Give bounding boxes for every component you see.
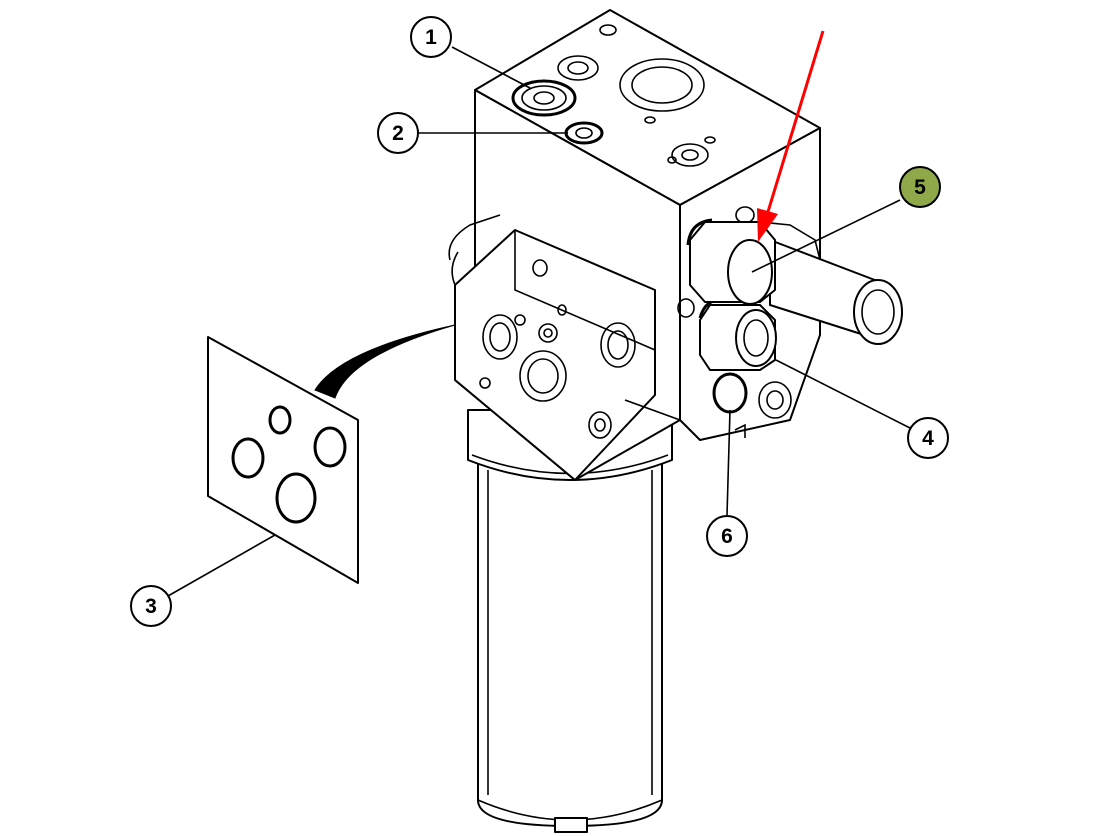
callout-3-circle: [130, 585, 172, 627]
part-4-fitting: [698, 298, 777, 371]
callout-1[interactable]: 1: [410, 16, 452, 58]
valve-block: [448, 9, 821, 481]
callout-2-circle: [377, 112, 419, 154]
callout-5-label: 5: [914, 176, 926, 199]
callout-6-label: 6: [721, 525, 733, 548]
callout-4-circle: [907, 417, 949, 459]
callout-3[interactable]: 3: [130, 585, 172, 627]
callout-1-label: 1: [425, 26, 437, 49]
top-ports: [557, 24, 716, 167]
callout-6-circle: [706, 515, 748, 557]
callout-2-label: 2: [392, 122, 404, 145]
part-5-fitting: [686, 218, 903, 345]
red-indicator-arrow: [757, 30, 825, 242]
callout-5-circle: [899, 166, 941, 208]
callout-2[interactable]: 2: [377, 112, 419, 154]
callout-5[interactable]: 5: [899, 166, 941, 208]
leader-lines: [167, 46, 911, 597]
front-ports: [479, 206, 755, 439]
part-3-gasket-sheet: [207, 324, 456, 584]
callout-3-label: 3: [145, 595, 157, 618]
callout-6[interactable]: 6: [706, 515, 748, 557]
callout-4-label: 4: [922, 427, 934, 450]
part-1-plug: [511, 79, 577, 117]
callout-1-circle: [410, 16, 452, 58]
callout-4[interactable]: 4: [907, 417, 949, 459]
